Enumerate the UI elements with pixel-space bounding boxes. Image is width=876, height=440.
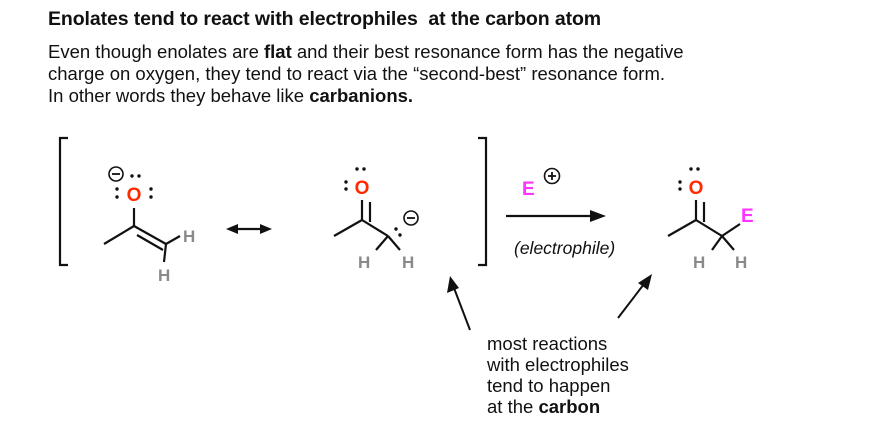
bond-c-h-bottom — [162, 243, 168, 263]
lone-pair-dot — [398, 233, 402, 237]
note-line: with electrophiles — [487, 354, 629, 375]
intro-carbanions-emphasis: carbanions. — [309, 85, 414, 106]
bond-c-c — [695, 219, 723, 237]
lone-pair-dot — [678, 180, 682, 184]
reagent-electrophile: E — [522, 167, 561, 200]
explanatory-note: most reactions with electrophiles tend t… — [487, 333, 629, 417]
bond-methyl — [667, 219, 697, 237]
positive-charge-icon — [543, 167, 561, 185]
pointer-arrow-icon — [617, 274, 652, 319]
page-title: Enolates tend to react with electrophile… — [48, 8, 602, 30]
intro-flat-emphasis: flat — [264, 41, 292, 62]
lone-pair-dot — [678, 187, 682, 191]
intro-line-2: charge on oxygen, they tend to react via… — [48, 63, 666, 84]
bond-methyl — [333, 219, 363, 237]
lone-pair-dot — [115, 187, 119, 191]
note-line: most reactions — [487, 333, 608, 354]
resonance-bracket — [58, 136, 488, 267]
hydrogen-atom: H — [183, 227, 195, 246]
oxygen-atom: O — [127, 185, 142, 206]
hydrogen-atom: H — [158, 266, 170, 285]
lone-pair-dot — [149, 195, 153, 199]
bracket-right — [478, 136, 488, 267]
electrophile-symbol: E — [522, 179, 535, 200]
product-structure: O E H H — [667, 167, 754, 272]
resonance-arrow-icon — [226, 224, 272, 234]
hydrogen-atom: H — [358, 253, 370, 272]
lone-pair-dot — [344, 180, 348, 184]
lone-pair-dot — [689, 167, 693, 171]
lone-pair-dot — [696, 167, 700, 171]
note-carbon-emphasis: carbon — [538, 396, 601, 417]
pointer-arrow-icon — [447, 276, 471, 331]
intro-line-1: Even though enolates are flat and their … — [48, 41, 684, 62]
bond-c-c-double — [133, 225, 167, 245]
lone-pairs — [678, 167, 700, 191]
bond-c-h-left — [711, 235, 723, 251]
oxygen-atom: O — [355, 178, 370, 199]
hydrogen-atom: H — [693, 253, 705, 272]
enolate-carbanion-form: O H H — [333, 167, 419, 272]
bond-c-h-right — [387, 235, 401, 251]
negative-charge-icon — [403, 210, 419, 226]
bond-c-c — [361, 219, 389, 237]
bond-c-c-double-inner — [136, 234, 164, 251]
intro-paragraph: Even though enolates are flat and their … — [48, 41, 868, 107]
hydrogen-atom: H — [735, 253, 747, 272]
lone-pair-dot — [130, 174, 134, 178]
intro-line-3: In other words they behave like carbanio… — [48, 85, 414, 106]
note-line: tend to happen — [487, 375, 611, 396]
lone-pairs — [115, 174, 153, 199]
lone-pair-dot — [344, 187, 348, 191]
reaction-arrow-icon — [506, 210, 606, 222]
lone-pair-dot — [137, 174, 141, 178]
enolate-oxygen-form: O H H — [103, 166, 195, 285]
lone-pair-dot — [362, 167, 366, 171]
bond-methyl — [103, 225, 135, 245]
lone-pair-dot — [394, 227, 398, 231]
bond-c-e — [721, 223, 741, 237]
negative-charge-icon — [108, 166, 124, 182]
lone-pairs — [344, 167, 402, 237]
lone-pair-dot — [115, 195, 119, 199]
oxygen-atom: O — [689, 178, 704, 199]
hydrogen-atom: H — [402, 253, 414, 272]
lone-pair-dot — [149, 187, 153, 191]
arrow-label: (electrophile) — [514, 238, 615, 258]
bond-c-h-top — [165, 235, 181, 245]
bracket-left — [58, 136, 68, 267]
note-line: at the carbon — [487, 396, 601, 417]
bond-c-h-left — [375, 235, 389, 251]
bond-c-h-right — [721, 235, 735, 251]
electrophile-symbol: E — [741, 206, 754, 227]
lone-pair-dot — [355, 167, 359, 171]
